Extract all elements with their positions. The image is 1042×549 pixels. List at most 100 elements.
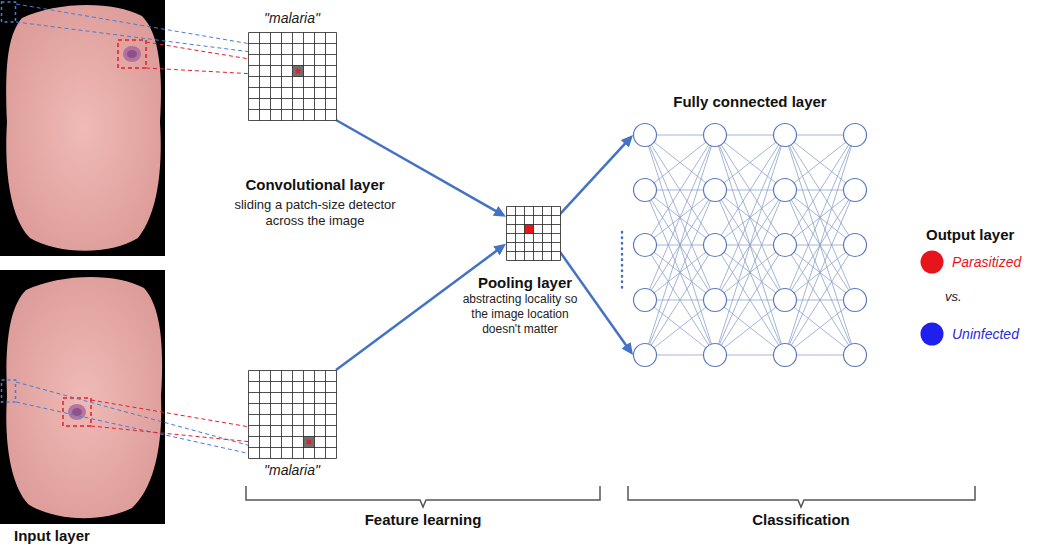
blood-cell <box>6 5 161 251</box>
patch-box <box>2 380 16 402</box>
grid-line <box>249 43 337 44</box>
grid-line <box>507 206 561 207</box>
neuron <box>844 124 867 147</box>
neuron <box>844 344 867 367</box>
projection-line <box>16 22 251 52</box>
parasite-core <box>127 50 137 58</box>
grid-line <box>507 215 561 216</box>
projection-line <box>16 4 251 44</box>
neuron <box>704 344 727 367</box>
parasite-spot <box>68 404 86 420</box>
output-neuron-fill <box>921 251 944 274</box>
neuron <box>634 289 657 312</box>
grid-line <box>249 120 337 121</box>
network-link <box>785 190 855 355</box>
grid-line <box>507 224 561 225</box>
neuron <box>844 234 867 257</box>
patch-box <box>2 2 16 22</box>
flow-arrow <box>560 141 628 214</box>
network-link <box>785 135 855 190</box>
grid-line <box>249 65 337 66</box>
neuron <box>704 234 727 257</box>
network-link <box>715 300 785 355</box>
grid-lines <box>248 370 337 459</box>
grid-line <box>249 32 337 33</box>
network-link <box>645 135 715 190</box>
network-link <box>715 135 785 190</box>
grid-background <box>249 33 337 121</box>
network-link <box>715 190 785 355</box>
highlighted-cell <box>525 225 534 234</box>
layer-description: sliding a patch-size detector across the… <box>215 197 415 230</box>
grid-line <box>249 87 337 88</box>
highlighted-cell <box>304 437 315 448</box>
grid-line <box>249 458 337 459</box>
grid-line <box>507 260 561 261</box>
activation-dot <box>296 69 300 73</box>
grid-lines <box>248 32 337 121</box>
pooling-grid: Pooling layerabstracting locality so the… <box>506 206 560 260</box>
pooling-grid-lines <box>506 206 561 261</box>
network-link <box>645 190 715 355</box>
grid-line <box>249 392 337 393</box>
versus-label: vs. <box>945 289 962 305</box>
class-label: Uninfected <box>952 324 1019 344</box>
group-bracket <box>246 486 600 507</box>
grid-line <box>249 109 337 110</box>
class-label: Parasitized <box>952 252 1021 272</box>
neuron <box>704 179 727 202</box>
network-link <box>715 300 785 355</box>
network-link <box>785 135 855 300</box>
patch-box <box>63 398 91 426</box>
neural-network <box>633 120 867 370</box>
blood-cell <box>6 277 162 518</box>
network-link <box>715 135 785 300</box>
filter-label: "malaria" <box>208 10 376 28</box>
neuron <box>844 179 867 202</box>
feature-map: "malaria" <box>248 32 336 120</box>
layer-title: Input layer <box>14 527 90 546</box>
neuron <box>634 344 657 367</box>
network-link <box>785 190 855 355</box>
layer-title: Convolutional layer <box>215 176 415 195</box>
network-link <box>785 135 855 300</box>
neuron <box>774 179 797 202</box>
grid-line <box>507 242 561 243</box>
layer-title: Output layer <box>926 226 1014 245</box>
network-link <box>785 300 855 355</box>
network-link <box>715 135 785 190</box>
network-link <box>645 135 715 190</box>
network-link <box>785 135 855 190</box>
activation-dot <box>307 440 311 444</box>
neuron <box>774 124 797 147</box>
network-link <box>645 135 715 300</box>
image-background <box>0 270 165 524</box>
grid-line <box>249 425 337 426</box>
grid-line <box>249 403 337 404</box>
highlighted-cell <box>293 66 304 77</box>
network-link <box>645 300 715 355</box>
output-neuron-shape <box>920 322 944 346</box>
grid-line <box>249 98 337 99</box>
grid-background <box>249 371 337 459</box>
layer-title: Fully connected layer <box>623 93 877 112</box>
group-bracket <box>628 486 975 507</box>
projection-line <box>16 402 251 454</box>
projection-line <box>16 382 251 446</box>
group-label: Feature learning <box>323 511 523 530</box>
grid-line <box>507 233 561 234</box>
fully-connected-network: Fully connected layer <box>633 120 867 370</box>
output-neuron-fill <box>921 323 944 346</box>
filter-label: "malaria" <box>208 462 376 480</box>
network-link <box>715 135 785 300</box>
ellipsis-dots <box>621 232 624 292</box>
neuron <box>634 124 657 147</box>
grid-line <box>249 436 337 437</box>
feature-map: "malaria" <box>248 370 336 458</box>
group-label: Classification <box>701 511 901 530</box>
network-link <box>645 190 715 355</box>
layer-title: Pooling layer <box>455 274 595 293</box>
grid-line <box>249 76 337 77</box>
network-link <box>645 135 715 300</box>
